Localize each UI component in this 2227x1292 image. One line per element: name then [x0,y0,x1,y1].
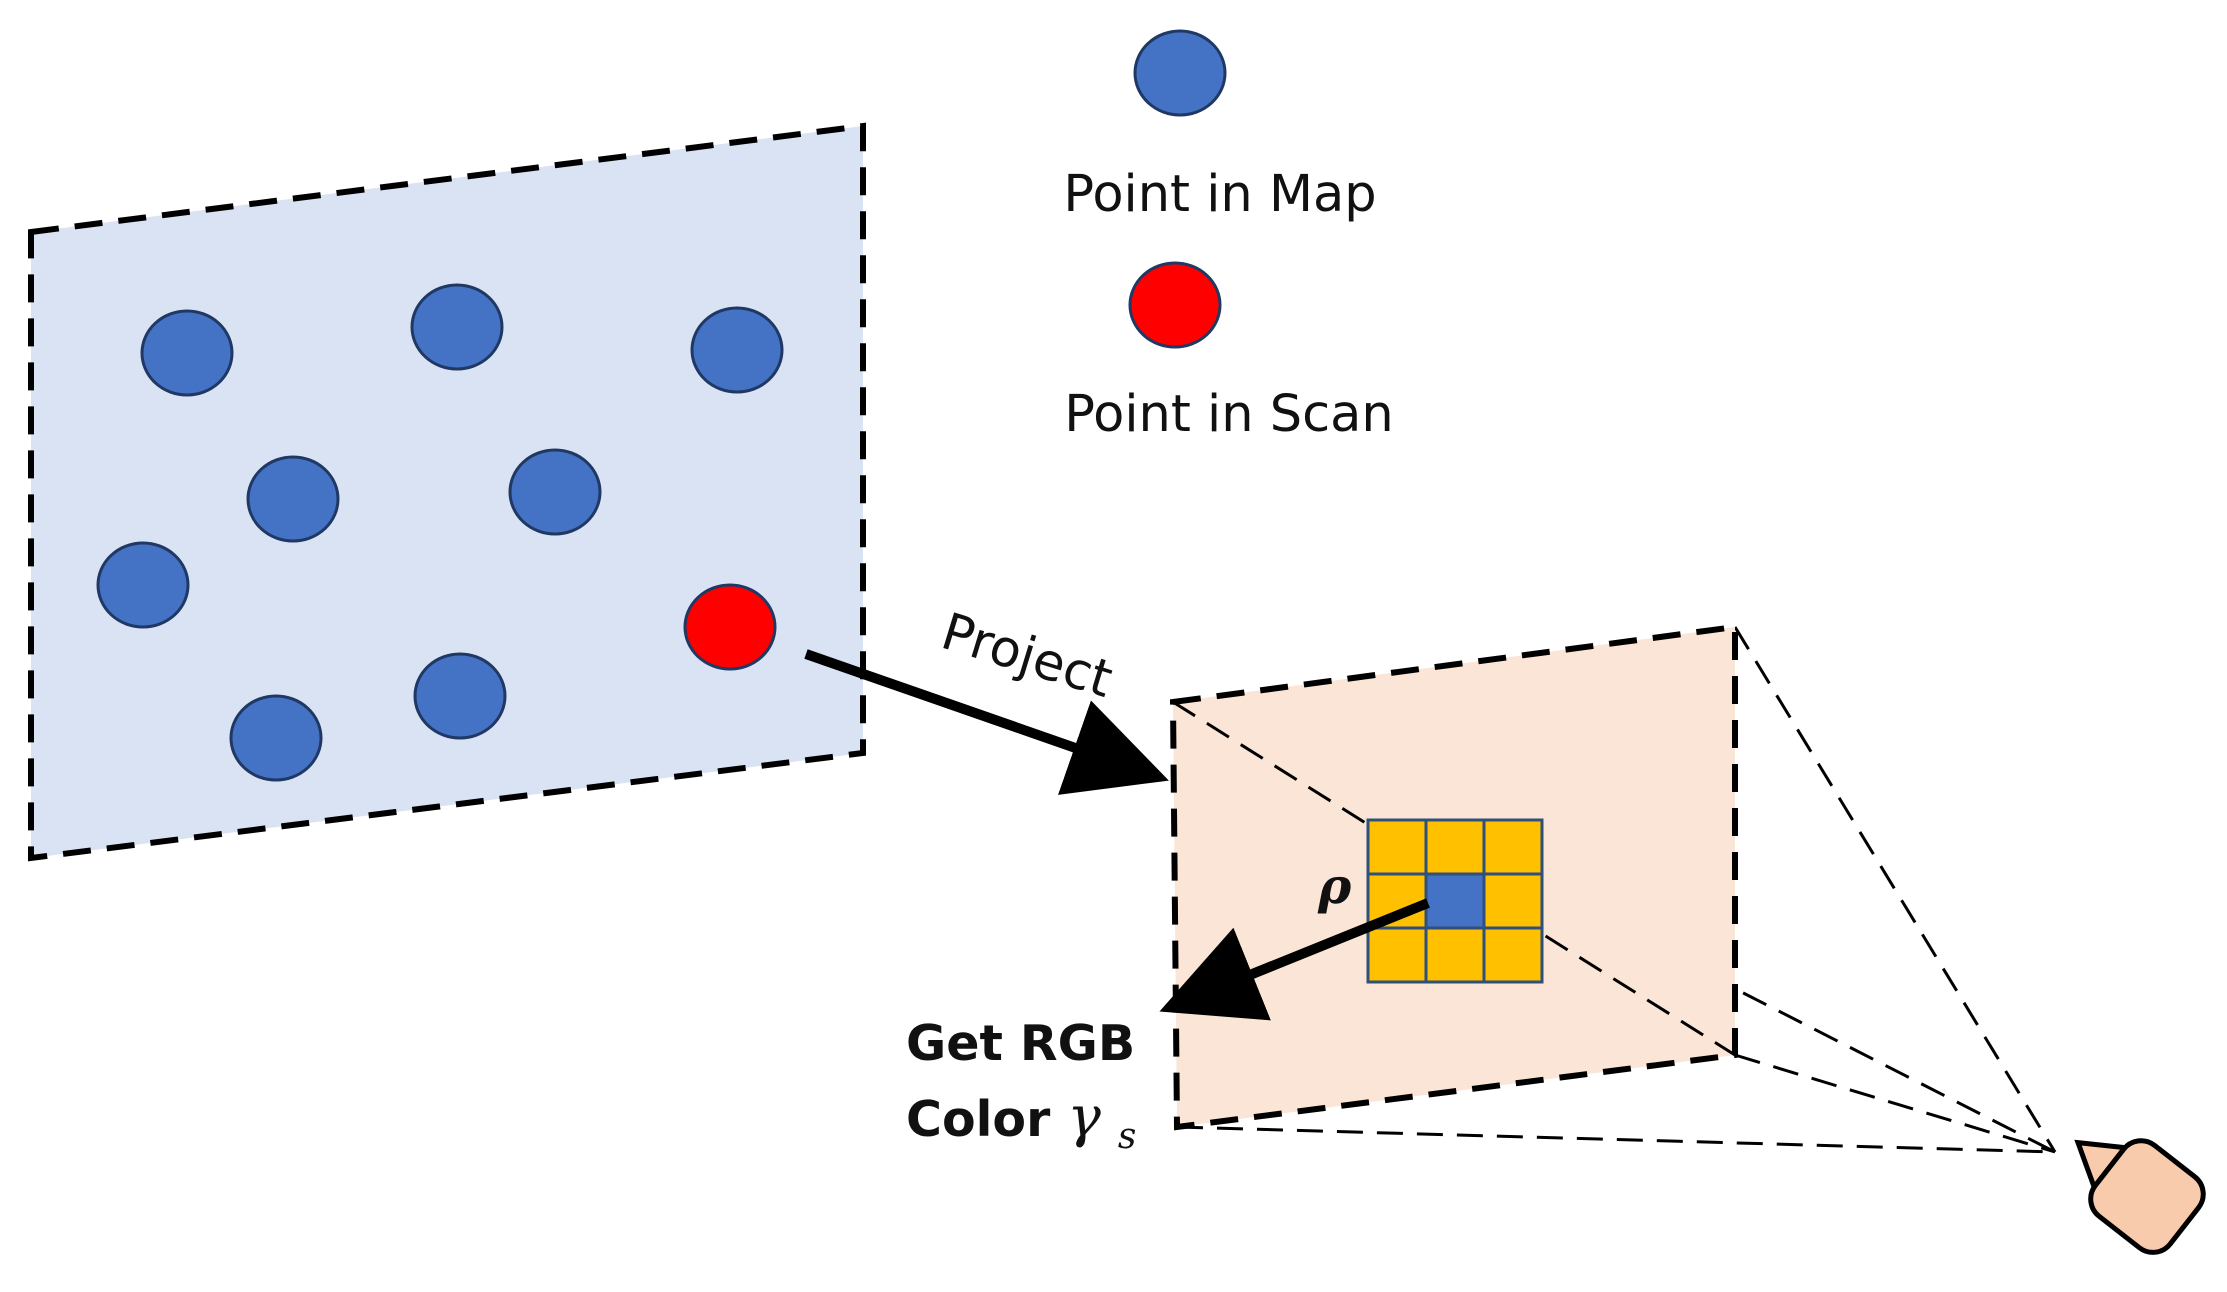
map-point [140,309,234,397]
pixel-cell-center [1424,872,1486,930]
map-point [690,306,784,394]
pixel-patch [1366,818,1544,984]
scan-point [683,583,777,671]
get-rgb-label-line2: Color γ s [906,1085,1136,1157]
pixel-cell [1366,818,1428,876]
map-points [96,283,784,782]
gamma-symbol: γ [1067,1085,1101,1150]
project-arrow [804,649,1169,795]
get-rgb-arrow [1159,898,1430,1021]
map-point [413,652,507,740]
pixel-cell [1366,926,1428,984]
map-point [96,541,190,629]
legend-scan-point-label: Point in Scan [1064,385,1394,444]
gamma-subscript: s [1118,1116,1136,1157]
legend-scan-point-marker [1128,261,1222,349]
map-point [508,448,602,536]
pixel-cell [1424,818,1486,876]
pixel-cell [1424,926,1486,984]
project-label: Project [935,603,1119,710]
map-point [410,283,504,371]
get-rgb-label-line1: Get RGB [906,1015,1135,1072]
pixel-cell [1482,818,1544,876]
legend-map-point-label: Point in Map [1063,165,1376,224]
pixel-cell [1482,926,1544,984]
pixel-cell [1482,872,1544,930]
rho-label: ρ [1317,856,1352,915]
map-plane [28,122,866,862]
camera-icon [2074,1138,2206,1255]
color-word: Color [906,1091,1067,1148]
map-point [246,455,340,543]
map-point [229,694,323,782]
camera-body [2088,1138,2206,1255]
legend-map-point-marker [1133,29,1227,117]
